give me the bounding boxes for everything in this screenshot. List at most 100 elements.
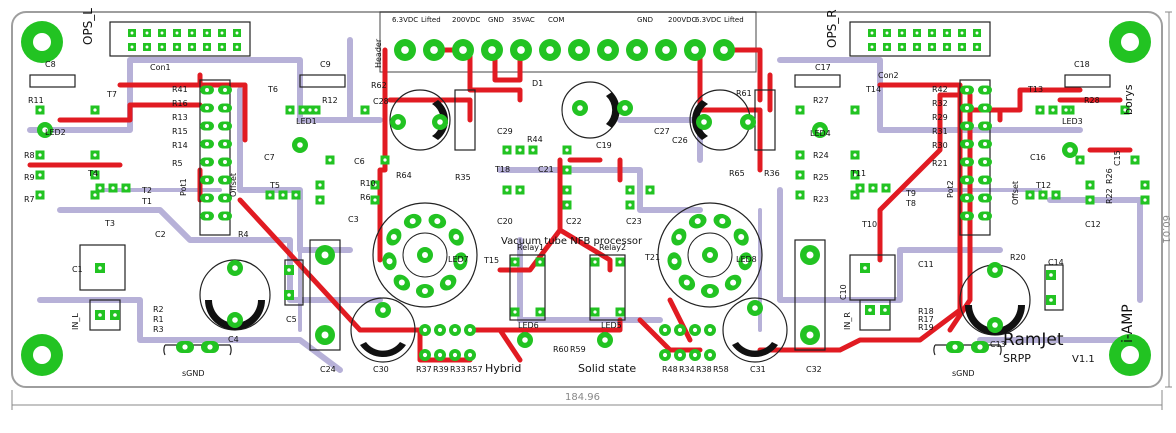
top-copper-layer	[27, 47, 1133, 363]
component-ref-label: LED8	[736, 255, 757, 264]
header-terminal-label: 6.3VDC	[392, 16, 418, 24]
component-ref-label: C5	[286, 315, 297, 324]
component-ref-label: R25	[813, 173, 829, 182]
component-ref-label: R8	[24, 151, 35, 160]
component-ref-label: R39	[433, 365, 449, 374]
polarity-stripes	[205, 92, 1025, 358]
component-ref-label: R36	[764, 169, 780, 178]
component-ref-label: R62	[371, 81, 387, 90]
component-ref-label: R29	[932, 113, 948, 122]
component-ref-label: R60	[553, 345, 569, 354]
component-ref-label: T10	[861, 220, 877, 229]
component-ref-label: R10	[360, 179, 376, 188]
header-terminal-label: Lifted	[421, 16, 441, 24]
component-ref-label: C1	[72, 265, 83, 274]
component-ref-label: D1	[532, 79, 543, 88]
component-ref-label: R7	[24, 195, 35, 204]
dimension-height: 60.01	[1160, 215, 1171, 244]
tube-socket-center	[402, 232, 448, 278]
component-ref-label: C7	[264, 153, 275, 162]
component-ref-label: C22	[566, 217, 582, 226]
pads	[35, 29, 1150, 361]
component-ref-label: R59	[570, 345, 586, 354]
component-ref-label: C13	[990, 340, 1006, 349]
component-ref-label: T12	[1035, 181, 1051, 190]
component-ref-label: R33	[450, 365, 466, 374]
component-ref-label: Pot1	[179, 178, 188, 196]
component-ref-label: C3	[348, 215, 359, 224]
component-ref-label: R20	[1010, 253, 1026, 262]
component-ref-label: R11	[28, 96, 44, 105]
tube-socket-center	[687, 232, 733, 278]
component-ref-label: Relay2	[599, 243, 626, 252]
component-ref-label: Con1	[150, 63, 171, 72]
component-ref-label: C31	[750, 365, 766, 374]
hybrid-label: Hybrid	[485, 362, 521, 375]
tube-sockets	[382, 213, 753, 298]
component-ref-label: T6	[267, 85, 278, 94]
component-ref-label: R1	[153, 315, 164, 324]
component-ref-label: LED3	[1062, 117, 1083, 126]
component-ref-label: T21	[644, 253, 660, 262]
component-ref-label: C17	[815, 63, 831, 72]
component-ref-label: R61	[736, 89, 752, 98]
component-ref-label: R22	[1105, 188, 1114, 204]
component-ref-label: R26	[1105, 168, 1114, 184]
component-ref-label: T15	[483, 256, 499, 265]
component-ref-label: R5	[172, 159, 183, 168]
component-ref-label: R42	[932, 85, 948, 94]
component-ref-label: R44	[527, 135, 543, 144]
solid-state-label: Solid state	[578, 362, 636, 375]
component-ref-label: C26	[672, 136, 688, 145]
component-ref-label: C32	[806, 365, 822, 374]
component-ref-label: R34	[679, 365, 695, 374]
dimension-width: 184.96	[565, 392, 600, 403]
component-ref-label: T9	[905, 189, 916, 198]
component-ref-label: T7	[106, 90, 117, 99]
component-ref-label: C12	[1085, 220, 1101, 229]
component-ref-label: R4	[238, 230, 249, 239]
component-ref-label: T1	[141, 197, 152, 206]
component-ref-label: R48	[662, 365, 678, 374]
component-ref-label: C10	[839, 284, 848, 300]
component-ref-label: R3	[153, 325, 164, 334]
dimension-vertical	[1165, 11, 1172, 388]
center-label: Vacuum tube NFB processor	[501, 236, 643, 247]
board-version: V1.1	[1072, 354, 1095, 365]
header-terminal-label: GND	[637, 16, 653, 24]
component-ref-label: T3	[104, 219, 115, 228]
component-ref-label: R27	[813, 96, 829, 105]
component-ref-label: C30	[373, 365, 389, 374]
component-ref-label: LED5	[601, 321, 622, 330]
component-ref-label: T5	[269, 181, 280, 190]
component-ref-label: R23	[813, 195, 829, 204]
component-ref-label: T18	[494, 165, 510, 174]
component-ref-label: T2	[141, 186, 152, 195]
component-ref-label: R9	[24, 173, 35, 182]
component-ref-label: Pot2	[946, 180, 955, 198]
component-ref-label: C16	[1030, 153, 1046, 162]
component-ref-label: C15	[1113, 150, 1122, 166]
header-terminal-label: 200VDC	[668, 16, 697, 24]
header-terminal-label: 200VDC	[452, 16, 481, 24]
component-ref-label: T14	[865, 85, 881, 94]
component-ref-label: R32	[932, 99, 948, 108]
component-ref-label: R58	[713, 365, 729, 374]
component-ref-label: R24	[813, 151, 829, 160]
component-ref-label: T8	[905, 199, 916, 208]
component-ref-label: R64	[396, 171, 412, 180]
header-terminal-label: 35VAC	[512, 16, 535, 24]
dimension-horizontal	[11, 390, 1163, 410]
component-ref-label: R57	[467, 365, 483, 374]
component-ref-label: C11	[918, 260, 934, 269]
mounting-holes	[21, 21, 1151, 376]
component-ref-label: R65	[729, 169, 745, 178]
header-outline	[379, 11, 757, 73]
header-terminal-label: GND	[488, 16, 504, 24]
component-ref-label: LED7	[448, 255, 469, 264]
component-ref-label: Relay1	[517, 243, 544, 252]
component-ref-label: T11	[850, 169, 866, 178]
